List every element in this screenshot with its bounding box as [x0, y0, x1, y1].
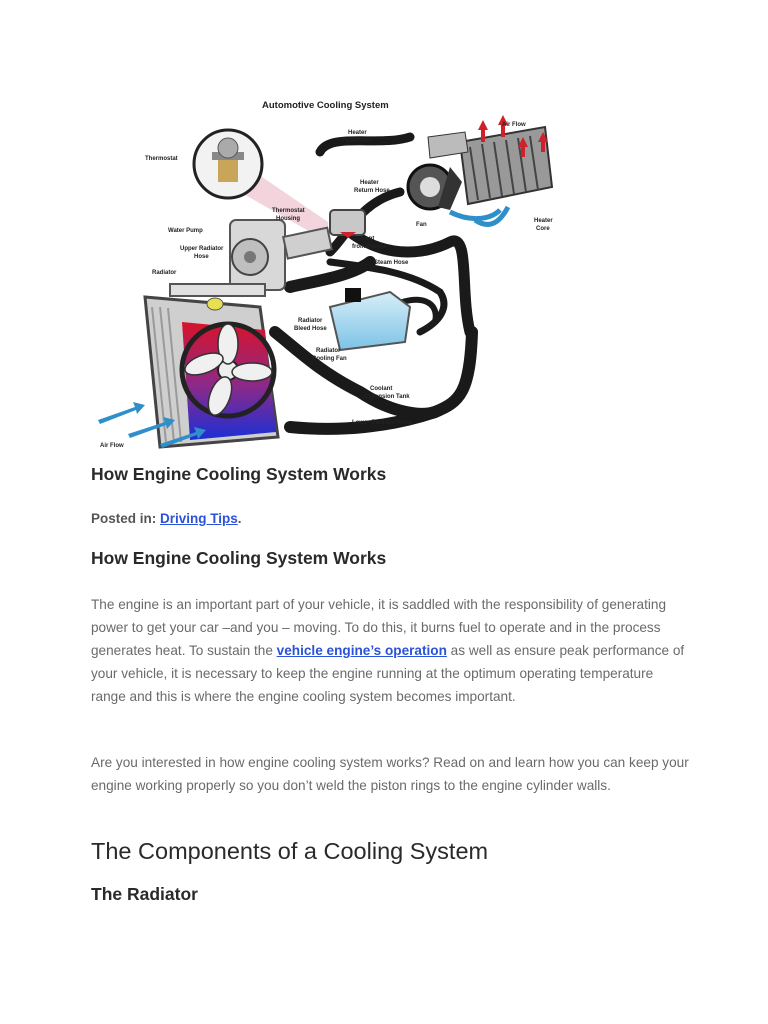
label-fan: Fan [416, 222, 427, 228]
coolant-flow-arrows [448, 205, 511, 227]
thermostat-callout [240, 162, 328, 242]
label-heater-return: Heater [360, 180, 379, 186]
label-cooling-fan-2: Cooling Fan [312, 356, 347, 362]
air-flow-up-arrows [478, 115, 548, 157]
label-upper-hose-2: Hose [194, 254, 209, 260]
thermostat-housing-icon [329, 209, 366, 238]
label-heater-return-2: Return Hose [354, 188, 390, 194]
label-heater-core: Heater [534, 218, 553, 224]
intro-text-start: The engine is an important part of your … [91, 597, 667, 658]
radiator-cooling-fan-icon [179, 321, 277, 419]
label-expansion-tank-2: Expansion Tank [364, 394, 410, 400]
posted-in: Posted in: Driving Tips. [91, 511, 242, 526]
label-bleed-hose-2: Bleed Hose [294, 326, 327, 332]
intro-paragraph: The engine is an important part of your … [91, 593, 691, 708]
components-heading: The Components of a Cooling System [91, 838, 489, 864]
label-steam-hose: Steam Hose [374, 260, 409, 266]
posted-prefix: Posted in: [91, 511, 157, 526]
article-heading: How Engine Cooling System Works [91, 548, 387, 568]
label-thermostat: Thermostat [145, 156, 178, 162]
label-thermostat-housing-2: Housing [276, 216, 300, 222]
label-water-pump: Water Pump [168, 228, 203, 234]
label-bleed-hose: Radiator [298, 318, 323, 324]
second-paragraph: Are you interested in how engine cooling… [91, 755, 689, 793]
radiator-heading: The Radiator [91, 884, 198, 904]
label-heater-feed: Heater [348, 130, 367, 136]
hoses [269, 132, 478, 435]
label-heater-core-2: Core [536, 226, 550, 232]
thermostat-zoom-icon [192, 128, 264, 200]
cooling-system-diagram: Automotive Cooling System [90, 92, 570, 457]
label-air-flow-top: Air Flow [502, 122, 526, 128]
water-pump-icon [229, 219, 333, 291]
label-cooling-fan: Radiator [316, 348, 341, 354]
label-coolant-from-engine-2: from Engine [352, 244, 388, 250]
intro-text-end: as well as ensure peak performance of yo… [91, 643, 685, 704]
article-title: How Engine Cooling System Works [91, 464, 387, 484]
label-lower-hose: Lower Radiator Hose [352, 420, 413, 426]
engine-operation-link[interactable]: vehicle engine’s operation [276, 643, 447, 658]
label-radiator: Radiator [152, 270, 177, 276]
heater-core-icon [427, 125, 554, 206]
category-link[interactable]: Driving Tips [160, 511, 238, 526]
label-thermostat-housing: Thermostat [272, 208, 305, 214]
label-air-flow-bottom: Air Flow [100, 443, 124, 449]
label-heater-feed-2: Feed Hose [342, 138, 373, 144]
diagram-title: Automotive Cooling System [262, 100, 389, 111]
label-upper-hose: Upper Radiator [180, 246, 224, 252]
heater-fan-icon [406, 163, 462, 211]
posted-suffix: . [237, 511, 242, 526]
air-flow-in-arrows [98, 402, 206, 448]
label-coolant-from-engine: Coolant [352, 236, 374, 242]
label-expansion-tank: Coolant [370, 386, 392, 392]
coolant-expansion-tank-icon [328, 288, 412, 352]
